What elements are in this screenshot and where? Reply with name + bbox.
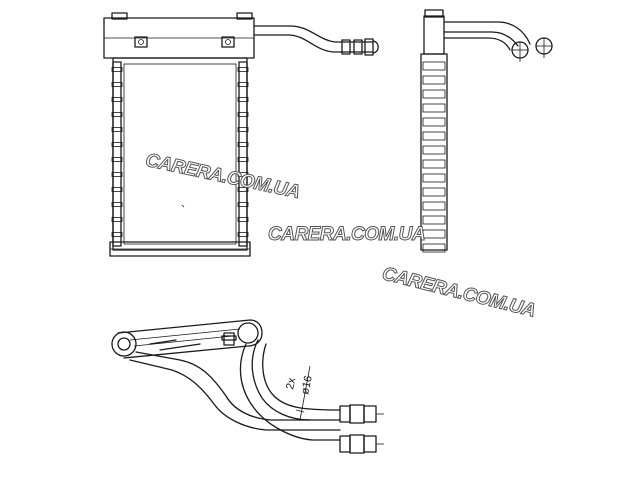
- side-tank: [423, 15, 445, 55]
- side-fin: [422, 61, 446, 71]
- side-core-fins: [422, 61, 446, 253]
- fin-left: [111, 97, 123, 102]
- fin-right: [237, 232, 249, 237]
- fin-left: [111, 67, 123, 72]
- pipe-fitting-lower: [339, 435, 351, 453]
- dimension-leader: [299, 365, 311, 421]
- fin-right: [237, 97, 249, 102]
- fin-right: [237, 187, 249, 192]
- fin-right: [237, 157, 249, 162]
- fin-left: [111, 127, 123, 132]
- top-view-end-right: [237, 322, 259, 344]
- outlet-pipe-front: [253, 25, 373, 43]
- core: [112, 57, 248, 251]
- fin-left: [111, 232, 123, 237]
- side-fin: [422, 201, 446, 211]
- side-fin: [422, 89, 446, 99]
- fin-right: [237, 217, 249, 222]
- watermark-2: CARERA.COM.UA: [267, 224, 426, 246]
- pipe-fitting-upper: [339, 405, 351, 423]
- dimension-count: 2x: [284, 376, 298, 390]
- fin-left: [111, 142, 123, 147]
- fin-left: [111, 112, 123, 117]
- fin-right: [237, 142, 249, 147]
- fin-right: [237, 172, 249, 177]
- fin-right: [237, 82, 249, 87]
- side-fin: [422, 103, 446, 113]
- fin-left: [111, 172, 123, 177]
- fin-left: [111, 157, 123, 162]
- side-fin: [422, 187, 446, 197]
- fin-right: [237, 127, 249, 132]
- side-fin: [422, 117, 446, 127]
- side-fin: [422, 243, 446, 253]
- side-fins-left: [111, 61, 123, 247]
- top-view-tank: [117, 319, 263, 359]
- side-fin: [422, 131, 446, 141]
- side-fin: [422, 229, 446, 239]
- fin-right: [237, 67, 249, 72]
- top-view-end-left: [111, 331, 137, 357]
- side-fin: [422, 145, 446, 155]
- side-fin: [422, 159, 446, 169]
- side-fin: [422, 75, 446, 85]
- top-view-pipe-1: [135, 351, 341, 421]
- mount-bracket-left: [134, 36, 148, 48]
- fin-right: [237, 112, 249, 117]
- top-view: 2x ø16: [111, 319, 384, 454]
- side-fins-right: [237, 61, 249, 247]
- side-fin: [422, 215, 446, 225]
- dimension-diameter: ø16: [299, 375, 315, 396]
- side-view: [420, 9, 553, 253]
- fin-left: [111, 202, 123, 207]
- front-view: [103, 12, 379, 257]
- fin-left: [111, 217, 123, 222]
- fin-left: [111, 187, 123, 192]
- mount-bracket-right: [221, 36, 235, 48]
- side-fin: [422, 173, 446, 183]
- top-view-pipe-2: [251, 339, 311, 421]
- fin-left: [111, 82, 123, 87]
- side-core: [420, 53, 448, 251]
- fin-right: [237, 202, 249, 207]
